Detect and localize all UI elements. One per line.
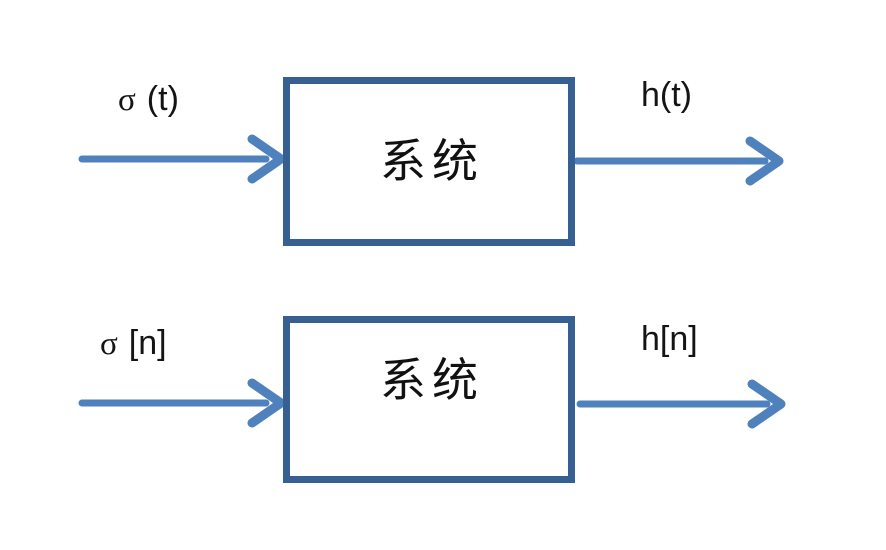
bottom-input-arrow-icon (78, 378, 286, 428)
top-system-box-label: 系统 (380, 135, 484, 187)
bottom-input-suffix: [n] (128, 324, 167, 362)
bottom-system-box: 系统 (283, 316, 575, 483)
sigma-symbol: σ (118, 82, 136, 118)
bottom-output-text: h[n] (641, 320, 698, 358)
bottom-output-label: h[n] (641, 320, 698, 359)
bottom-system-box-label: 系统 (380, 354, 484, 406)
top-output-label: h(t) (641, 76, 692, 115)
top-input-label: σ (t) (118, 80, 179, 119)
top-output-arrow-icon (573, 136, 784, 186)
sigma-symbol: σ (100, 326, 118, 362)
top-system-box: 系统 (283, 77, 575, 246)
top-input-suffix: (t) (146, 80, 179, 118)
top-output-text: h(t) (641, 76, 692, 114)
bottom-input-label: σ [n] (100, 324, 167, 363)
top-input-arrow-icon (78, 134, 286, 184)
bottom-output-arrow-icon (576, 379, 786, 429)
